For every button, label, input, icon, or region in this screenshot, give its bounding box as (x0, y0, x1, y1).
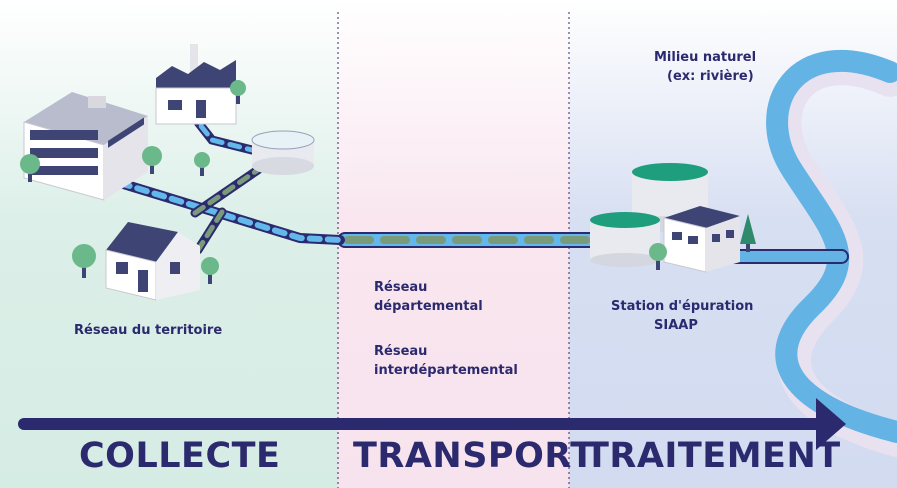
storage-tank-icon (251, 130, 315, 175)
office-building-icon (23, 92, 148, 201)
factory-icon (155, 44, 237, 125)
river (766, 49, 897, 457)
phase-traitement: TRAITEMENT (585, 436, 841, 476)
reseau-departemental-label-line1: Réseau (374, 280, 428, 295)
tree-icon-group (20, 80, 756, 284)
reseau-territoire-label: Réseau du territoire (74, 323, 223, 338)
phase-transport: TRANSPORT (353, 436, 595, 476)
reseau-interdepartemental-label-line2: interdépartemental (374, 363, 518, 378)
phase-collecte: COLLECTE (79, 436, 281, 476)
station-siaap-label: SIAAP (654, 318, 698, 333)
flow-arrow (18, 398, 846, 450)
house-icon (105, 222, 200, 301)
milieu-naturel-label: Milieu naturel (654, 50, 757, 65)
milieu-naturel-example-label: (ex: rivière) (667, 69, 754, 84)
reseau-interdepartemental-label-line1: Réseau (374, 344, 428, 359)
treatment-plant-icon (590, 163, 740, 273)
station-epuration-label: Station d'épuration (611, 299, 754, 314)
main-pipe (337, 232, 601, 248)
reseau-departemental-label-line2: départemental (374, 299, 483, 314)
